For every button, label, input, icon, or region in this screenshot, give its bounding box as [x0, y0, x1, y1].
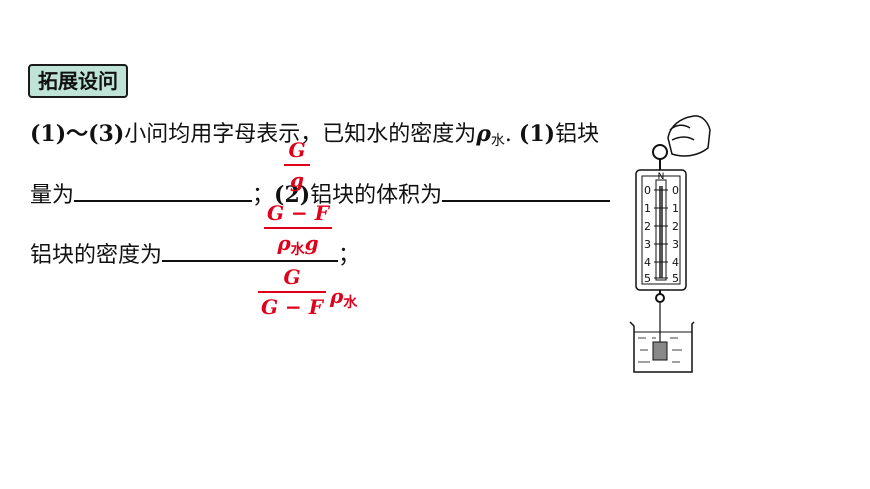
question-line-3: 铝块的密度为 ；: [30, 237, 360, 269]
svg-text:4: 4: [644, 256, 651, 269]
newton-label: N: [658, 172, 665, 182]
part-1-text: 铝块: [555, 122, 600, 147]
left-tick-labels: 0 1 2 3 4 5: [644, 184, 651, 285]
answer-density-denominator: G − F: [261, 295, 323, 319]
part-1-number: (1): [518, 121, 556, 147]
aluminum-block: [652, 341, 668, 361]
fraction-bar: [264, 227, 332, 229]
answer-mass-fraction: G g: [284, 138, 310, 192]
answer-density-rho: ρ水: [330, 284, 358, 311]
beaker-icon: [629, 321, 695, 373]
rho-subscript: 水: [490, 133, 505, 149]
top-ring-icon: [652, 144, 668, 160]
answer-mass-numerator: G: [288, 138, 306, 162]
question-line-1: (1)～(3)小问均用字母表示，已知水的密度为ρ水. (1)铝块: [30, 116, 599, 150]
svg-text:2: 2: [672, 220, 679, 233]
svg-text:1: 1: [672, 202, 679, 215]
answer-density-fraction: G G − F: [258, 265, 326, 319]
period: .: [504, 122, 512, 147]
answer-density-numerator: G: [283, 265, 301, 289]
question-range: (1)～(3): [30, 121, 125, 147]
svg-text:3: 3: [672, 238, 679, 251]
answer-volume-fraction: G − F ρ水g: [264, 201, 332, 262]
fraction-bar: [258, 291, 326, 293]
volume-blank[interactable]: [442, 200, 611, 202]
svg-text:5: 5: [644, 272, 651, 285]
svg-text:1: 1: [644, 202, 651, 215]
line-end: ；: [338, 243, 361, 268]
mass-blank[interactable]: [74, 200, 253, 202]
rho-symbol: ρ: [476, 121, 491, 147]
density-lead: 铝块的密度为: [30, 243, 163, 268]
answer-volume-numerator: G − F: [267, 201, 329, 225]
part-2-text: 铝块的体积为: [310, 183, 443, 208]
svg-text:0: 0: [672, 184, 679, 197]
separator: ；: [252, 183, 275, 208]
question-line-2: 量为 ；(2)铝块的体积为: [30, 177, 611, 209]
spring-scale-apparatus: N 0 1 2 3 4 5 0 1 2 3 4 5: [629, 115, 711, 373]
hand-icon: [667, 115, 711, 157]
mass-lead: 量为: [30, 183, 75, 208]
svg-text:0: 0: [644, 184, 651, 197]
part-2-number: (2): [274, 182, 311, 208]
density-blank[interactable]: [162, 260, 339, 262]
svg-text:5: 5: [672, 272, 679, 285]
fraction-bar: [284, 164, 310, 166]
section-tag: 拓展设问: [28, 64, 128, 98]
svg-text:3: 3: [644, 238, 651, 251]
bottom-ring-icon: [655, 293, 665, 303]
svg-text:4: 4: [672, 256, 679, 269]
answer-mass-denominator: g: [290, 168, 304, 192]
question-intro: 小问均用字母表示，已知水的密度为: [124, 122, 477, 147]
answer-volume-denominator: ρ水g: [277, 231, 319, 258]
right-tick-labels: 0 1 2 3 4 5: [672, 184, 679, 285]
svg-text:2: 2: [644, 220, 651, 233]
